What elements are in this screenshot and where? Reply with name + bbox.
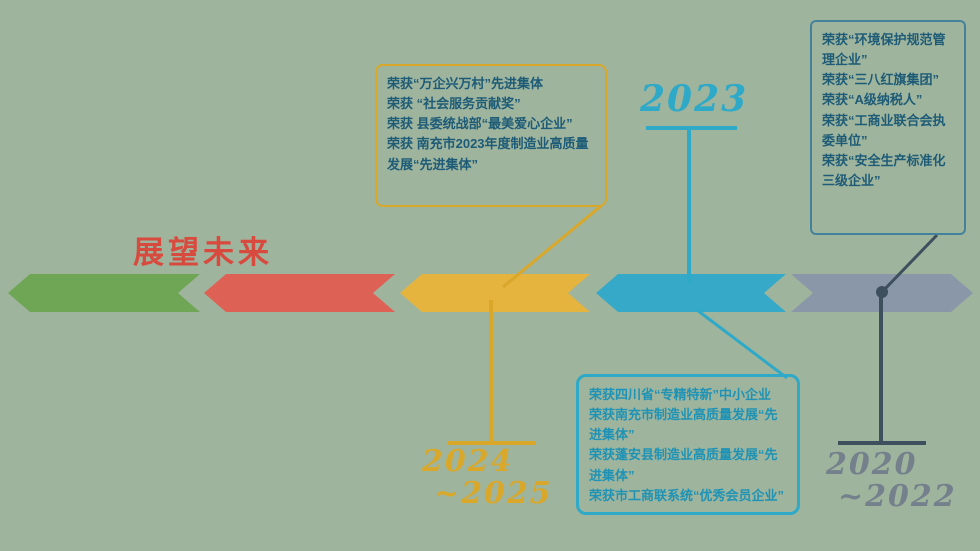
- headline-future-outlook: 展望未来: [133, 235, 273, 270]
- award-item: 荣获“安全生产标准化三级企业”: [822, 152, 946, 188]
- award-item: 荣获市工商联系统“优秀会员企业”: [589, 487, 785, 503]
- year-2024-line1: 2024: [422, 444, 514, 479]
- year-2024-2025-label: 2024 ~2025: [422, 446, 553, 509]
- year-2020-2022-label: 2020 ~2022: [826, 449, 957, 512]
- year-2020-line2: ~2022: [838, 478, 957, 514]
- awards-callout-2020-2022: 荣获“环境保护规范管理企业” 荣获“三八红旗集团” 荣获“A级纳税人” 荣获“工商业联…: [810, 20, 966, 235]
- year-2023-label: 2023: [640, 78, 749, 120]
- award-item: 荣获蓬安县制造业高质量发展“先进集体”: [589, 447, 778, 483]
- timeline-arrow-teal: [596, 274, 786, 312]
- award-item: 荣获“环境保护规范管理企业”: [822, 32, 946, 68]
- award-item: 荣获四川省“专精特新”中小企业: [589, 387, 772, 402]
- awards-callout-2024: 荣获“万企兴万村”先进集体荣获 “社会服务贡献奖” 荣获 县委统战部“最美爱心企业…: [375, 64, 607, 207]
- timeline-arrow-red: [204, 274, 395, 312]
- timeline-arrow-gray: [791, 274, 973, 312]
- timeline-arrow-green: [8, 274, 200, 312]
- award-item: 荣获南充市制造业高质量发展“先进集体”: [589, 407, 778, 443]
- year-2020-line1: 2020: [826, 447, 918, 482]
- award-item: 荣获 南充市2023年度制造业高质量发展“先进集体”: [387, 136, 589, 172]
- year-2024-line2: ~2025: [434, 475, 553, 511]
- award-item: 荣获“A级纳税人”: [822, 92, 923, 108]
- award-item: 荣获“工商业联合会执委单位”: [822, 112, 946, 148]
- award-item: 荣获“万企兴万村”先进集体: [387, 76, 544, 91]
- connector-bottom-callout-diagonal: [696, 308, 788, 380]
- award-item: 荣获 “社会服务贡献奖”: [387, 96, 521, 112]
- timeline-arrow-yellow: [400, 274, 590, 312]
- awards-callout-2023: 荣获四川省“专精特新”中小企业荣获南充市制造业高质量发展“先进集体” 荣获蓬安县制…: [576, 374, 800, 515]
- award-item: 荣获“三八红旗集团”: [822, 72, 940, 88]
- award-item: 荣获 县委统战部“最美爱心企业”: [387, 116, 573, 132]
